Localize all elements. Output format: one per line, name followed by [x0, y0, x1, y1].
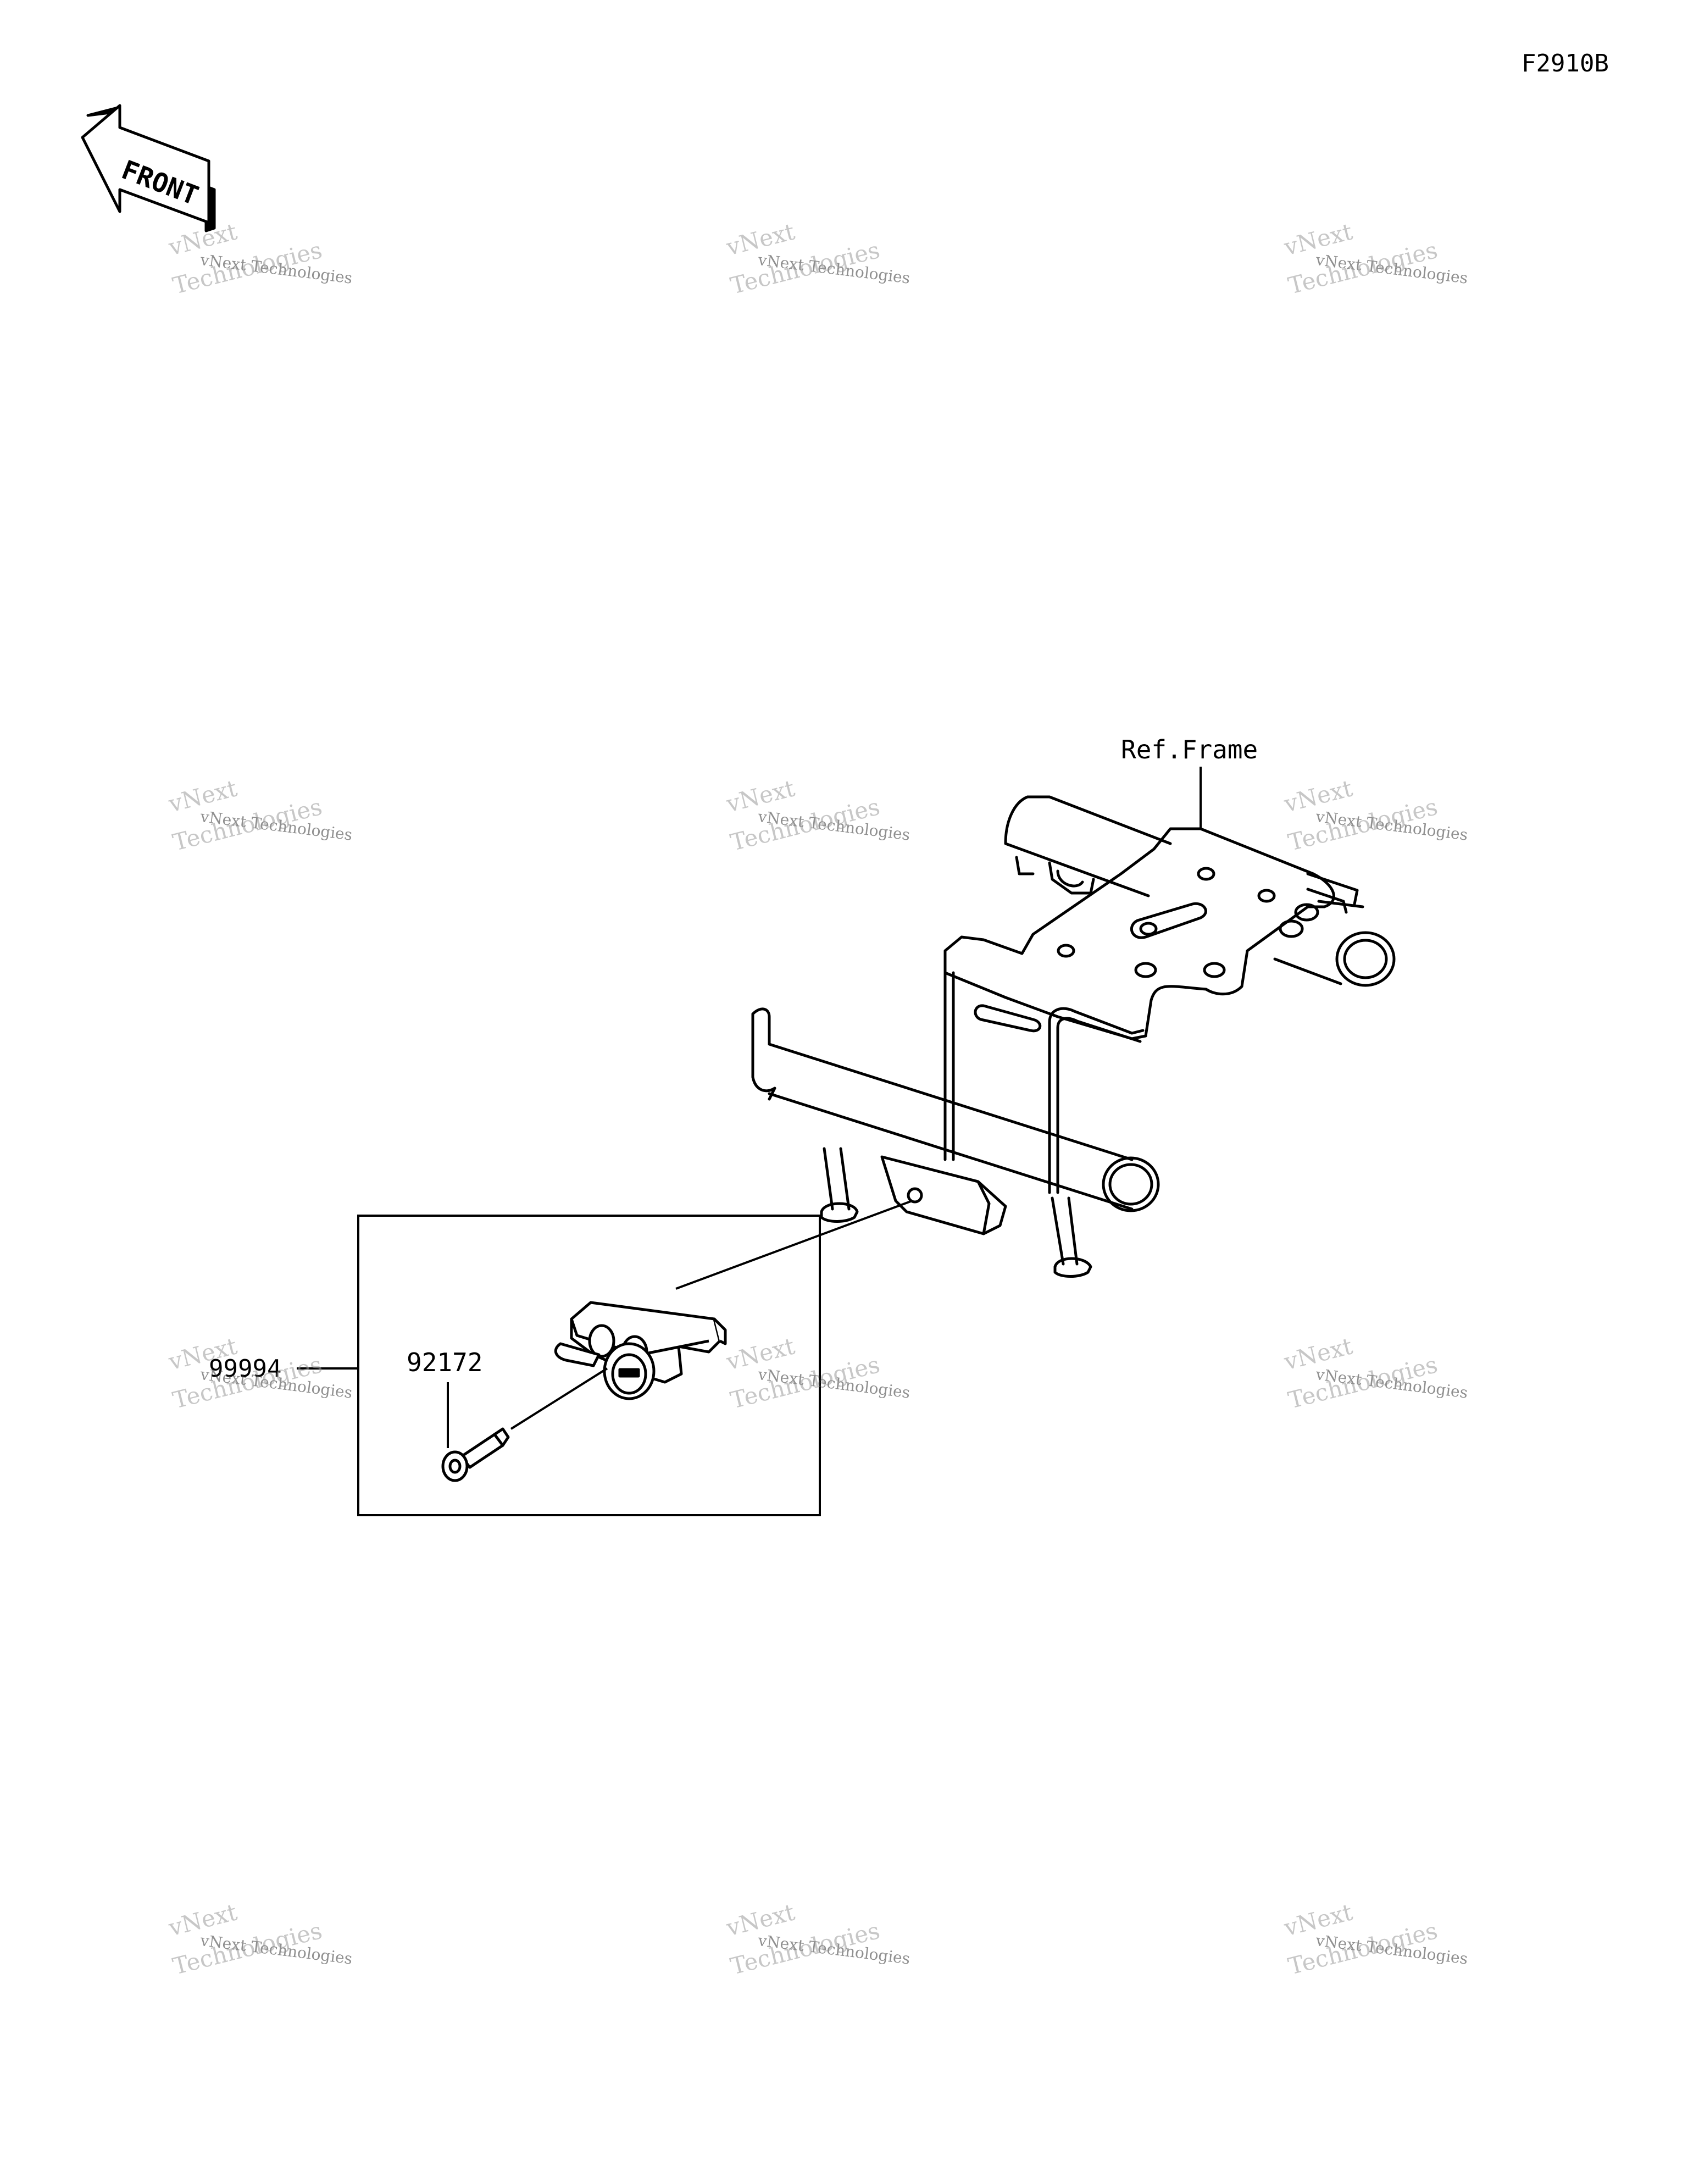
parts-kit-box [357, 1215, 821, 1516]
part-number-99994: 99994 [209, 1355, 281, 1383]
watermark-3-1: vNext Technologies vNext Technologies [165, 1332, 353, 1413]
part-number-92172: 92172 [407, 1348, 482, 1377]
watermark-grid: vNext Technologies vNext Technologies vN… [165, 218, 1469, 1980]
watermark-4-1: vNext Technologies vNext Technologies [165, 1898, 353, 1980]
watermark-4-2: vNext Technologies vNext Technologies [723, 1898, 911, 1980]
front-arrow-icon: FRONT [81, 104, 216, 232]
mount-leader-line [675, 1200, 913, 1290]
watermark-1-2: vNext Technologies vNext Technologies [723, 218, 911, 299]
watermark-1-3: vNext Technologies vNext Technologies [1281, 218, 1469, 299]
ref-frame-label: Ref.Frame [1121, 735, 1258, 764]
watermark-2-3: vNext Technologies vNext Technologies [1281, 774, 1469, 856]
watermark-2-1: vNext Technologies vNext Technologies [165, 774, 353, 856]
watermark-1-1: vNext Technologies vNext Technologies [165, 218, 353, 299]
bolt-leader-line [510, 1367, 608, 1430]
watermark-2-2: vNext Technologies vNext Technologies [723, 774, 911, 856]
lock-assembly [554, 1301, 727, 1400]
figure-code: F2910B [1522, 49, 1609, 77]
watermark-3-2: vNext Technologies vNext Technologies [723, 1332, 911, 1413]
watermark-3-3: vNext Technologies vNext Technologies [1281, 1332, 1469, 1413]
bolt-92172-icon [441, 1427, 510, 1482]
frame-assembly [751, 795, 1396, 1278]
watermark-4-3: vNext Technologies vNext Technologies [1281, 1898, 1469, 1980]
